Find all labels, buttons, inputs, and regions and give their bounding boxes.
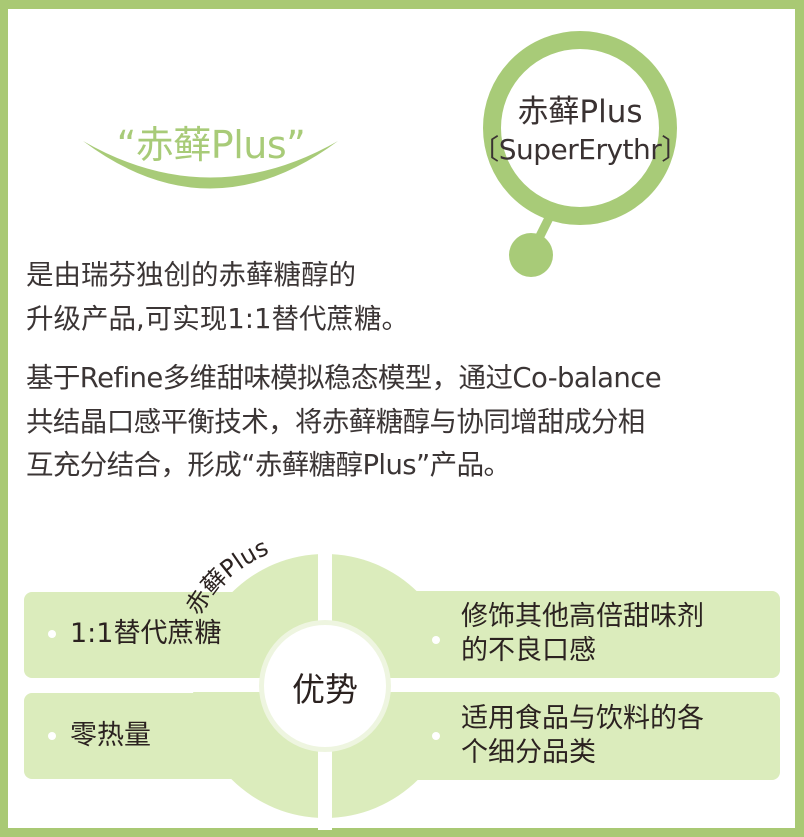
- description-line: 共结晶口感平衡技术，将赤藓糖醇与协同增甜成分相: [26, 405, 645, 438]
- advantage-diagram: [20, 540, 785, 830]
- advantage-text: 零热量: [70, 720, 151, 751]
- advantage-item-applications: 适用食品与饮料的各 个细分品类: [461, 702, 704, 770]
- smile-arc-icon: [83, 141, 338, 189]
- description-line: 基于Refine多维甜味模拟稳态模型，通过Co-balance: [26, 362, 662, 394]
- advantage-text: 1:1替代蔗糖: [70, 618, 222, 649]
- advantage-item-taste: 修饰其他高倍甜味剂 的不良口感: [461, 600, 704, 668]
- magnifier-ring-icon: [483, 31, 677, 225]
- intro-line: 是由瑞芬独创的赤藓糖醇的: [26, 259, 356, 291]
- advantage-text: 的不良口感: [461, 635, 596, 666]
- description-line: 互充分结合，形成“赤藓糖醇Plus”产品。: [26, 449, 511, 481]
- advantage-text: 修饰其他高倍甜味剂: [461, 601, 704, 632]
- advantage-center-label: 优势: [292, 670, 358, 709]
- ring-subtitle: 〔SuperErythr〕: [471, 133, 689, 166]
- intro-paragraph: 是由瑞芬独创的赤藓糖醇的 升级产品,可实现1:1替代蔗糖。: [26, 254, 409, 341]
- intro-line: 升级产品,可实现1:1替代蔗糖。: [26, 302, 409, 335]
- bullet-icon: [48, 630, 56, 638]
- bullet-icon: [432, 732, 440, 740]
- bullet-icon: [432, 636, 440, 644]
- advantage-item-substitute: 1:1替代蔗糖: [70, 617, 221, 651]
- ring-title: 赤藓Plus: [517, 94, 643, 130]
- advantage-text: 适用食品与饮料的各: [461, 703, 704, 734]
- advantage-item-zero-calorie: 零热量: [70, 719, 151, 753]
- smile-title: “赤藓Plus”: [116, 123, 306, 167]
- bullet-icon: [48, 732, 56, 740]
- advantage-text: 个细分品类: [461, 737, 596, 768]
- description-paragraph: 基于Refine多维甜味模拟稳态模型，通过Co-balance 共结晶口感平衡技…: [26, 357, 662, 488]
- magnifier-dot-icon: [509, 233, 553, 277]
